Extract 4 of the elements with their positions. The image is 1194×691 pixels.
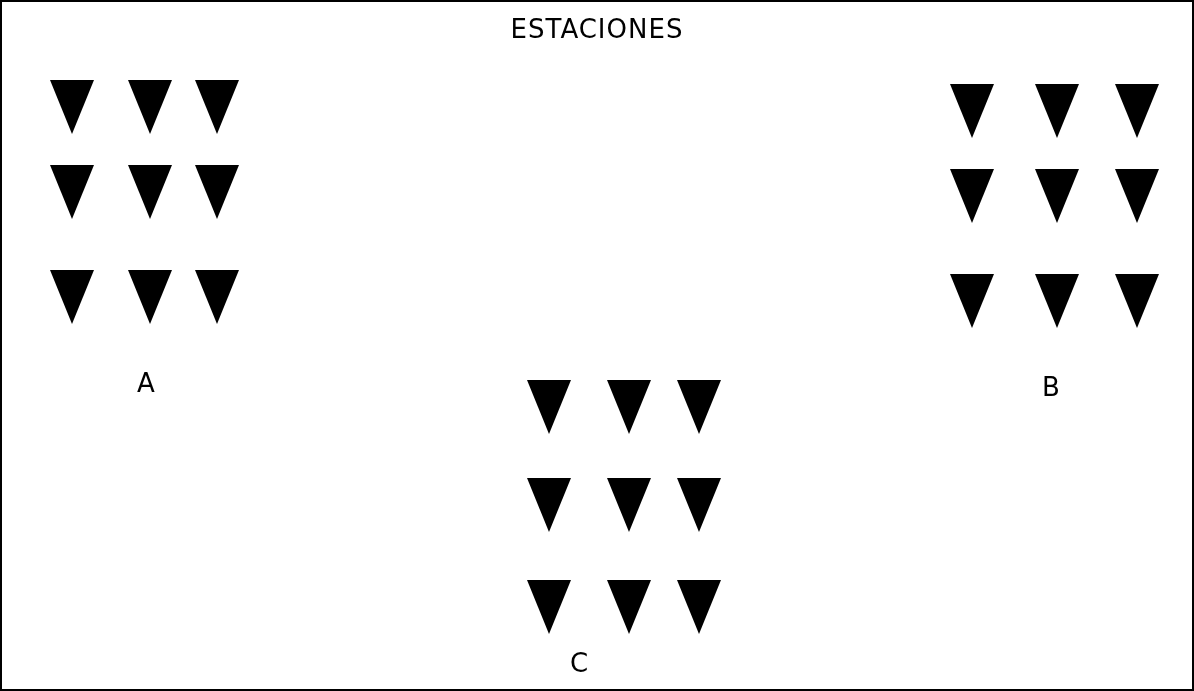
station-group-label: B	[1042, 374, 1060, 400]
station-group-label: A	[137, 370, 155, 396]
station-group-label: C	[570, 650, 589, 676]
title: ESTACIONES	[510, 16, 684, 42]
